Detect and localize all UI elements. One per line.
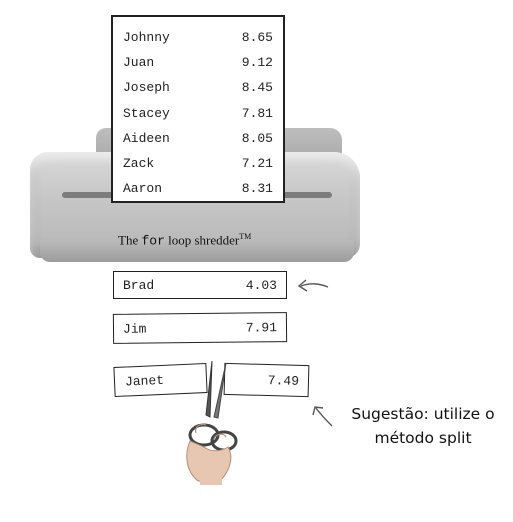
row-score: 7.81: [241, 105, 273, 121]
row-name: Stacey: [123, 105, 170, 121]
row-name: Juan: [123, 55, 155, 71]
sheet-row: Aaron 8.31: [123, 176, 273, 201]
sheet-row: Joseph 8.45: [123, 75, 273, 100]
sheet-row: Johnny 8.65: [123, 25, 273, 50]
strip-name: Jim: [122, 321, 147, 337]
strip-score: 4.03: [245, 277, 277, 293]
paper-sheet: Johnny 8.65 Juan 9.12 Joseph 8.45 Stacey 7.8…: [111, 15, 285, 203]
sheet-row: Aideen 8.05: [123, 126, 273, 151]
row-name: Zack: [123, 156, 155, 172]
sheet-row: Zack 7.21: [123, 151, 273, 176]
row-name: Aaron: [123, 181, 163, 197]
row-score: 8.65: [241, 30, 273, 46]
sheet-row: Stacey 7.81: [123, 101, 273, 126]
row-score: 7.21: [241, 156, 273, 172]
shredder-label: The for loop shredderTM: [118, 232, 318, 248]
label-code: for: [141, 233, 165, 249]
arrow-icon: [297, 279, 329, 292]
label-suffix: loop shredder: [164, 232, 240, 248]
row-name: Johnny: [123, 30, 170, 46]
label-trademark: TM: [239, 232, 252, 241]
shredder-base: [40, 240, 354, 262]
hint-line-2: método split: [374, 429, 472, 447]
strip-score: 7.91: [245, 319, 278, 336]
strip-name: Brad: [123, 277, 155, 293]
row-score: 8.05: [241, 130, 273, 146]
sheet-row: Juan 9.12: [123, 50, 273, 75]
row-score: 8.45: [241, 80, 273, 96]
strip-jim: Jim 7.91: [112, 312, 288, 344]
label-prefix: The: [118, 232, 142, 248]
strip-name: Janet: [124, 372, 165, 390]
scissors-icon: [186, 360, 238, 485]
row-score: 8.31: [241, 181, 273, 197]
row-name: Aideen: [123, 130, 170, 146]
row-name: Joseph: [123, 80, 170, 96]
arrow-icon: [312, 406, 333, 427]
hint-text: Sugestão: utilize o método split: [338, 402, 508, 450]
strip-score: 7.49: [267, 372, 300, 389]
row-score: 9.12: [241, 55, 273, 71]
hint-line-1: Sugestão: utilize o: [351, 405, 495, 423]
strip-brad: Brad 4.03: [113, 271, 287, 299]
